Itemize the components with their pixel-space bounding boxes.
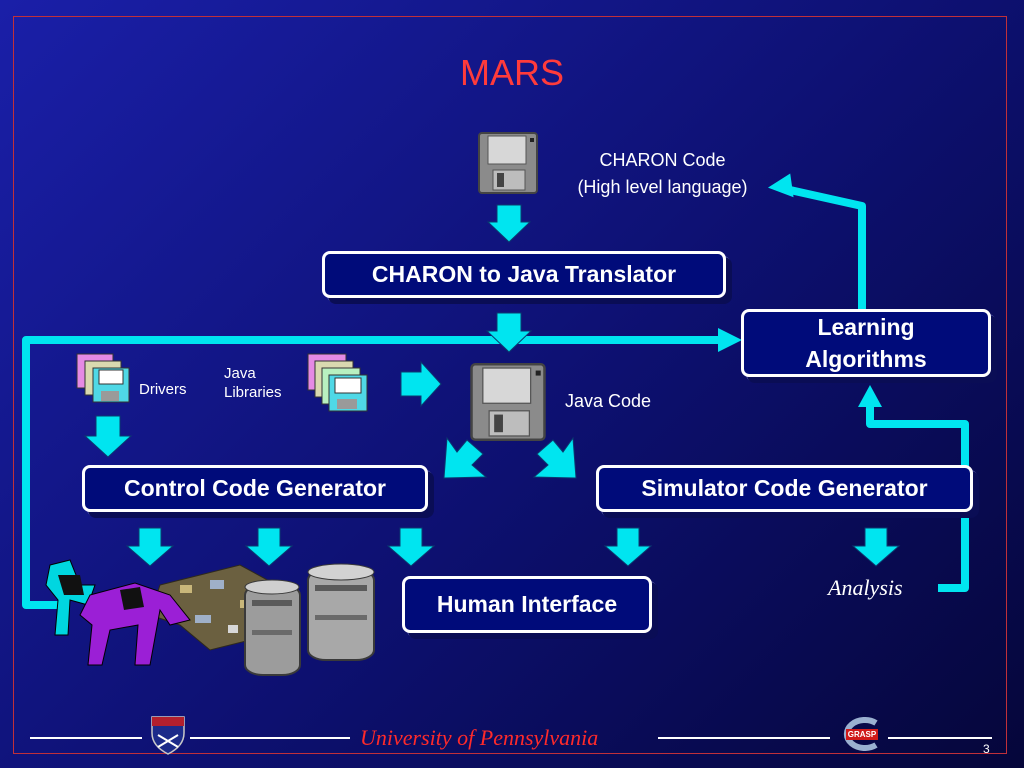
footer-university: University of Pennsylvania	[360, 725, 599, 750]
simulator-code-generator-box: Simulator Code Generator	[596, 465, 973, 512]
arrowhead-to-charon	[767, 173, 794, 198]
stacked-disks-icon	[307, 353, 368, 412]
charon-to-java-translator-box: CHARON to Java Translator	[322, 251, 726, 298]
footer-rule-right	[888, 737, 992, 739]
diagonal-arrow-icon	[443, 436, 488, 479]
learning-algorithms-line1: Learning	[817, 314, 915, 340]
robot-dog-icon	[45, 559, 191, 666]
drivers-label: Drivers	[139, 381, 187, 398]
slide-frame	[13, 16, 1007, 754]
charon-code-label: CHARON Code (High level language)	[555, 147, 770, 201]
down-arrow-icon	[851, 527, 901, 567]
robot-images-group	[45, 559, 375, 676]
grasp-logo-icon: GRASP	[838, 717, 884, 751]
page-number: 3	[983, 742, 990, 756]
java-code-label: Java Code	[565, 391, 652, 411]
java-libraries-label-line2: Libraries	[224, 384, 282, 401]
footer-rule-mid-left	[190, 737, 350, 739]
human-interface-box: Human Interface	[402, 576, 652, 633]
learning-algorithms-line2: Algorithms	[805, 346, 927, 372]
java-libraries-label-line1: Java	[224, 365, 256, 382]
charon-code-label-line2: (High level language)	[577, 177, 748, 197]
down-arrow-icon	[485, 312, 533, 353]
feedback-line-left	[22, 336, 722, 609]
control-code-generator-box: Control Code Generator	[82, 465, 428, 512]
learning-algorithms-box: Learning Algorithms	[741, 309, 991, 377]
robot-cylinder-icon	[244, 579, 301, 676]
down-arrow-icon	[486, 204, 532, 243]
charon-code-label-line1: CHARON Code	[599, 150, 726, 170]
analysis-label: Analysis	[828, 575, 903, 600]
java-libraries-label: Java Libraries	[224, 364, 282, 402]
feedback-line-analysis	[866, 405, 969, 592]
down-arrow-icon	[603, 527, 653, 567]
robot-cylinder-icon	[307, 563, 375, 661]
floppy-disk-icon	[478, 132, 538, 194]
footer-rule-mid-right	[658, 737, 830, 739]
slide-title: MARS	[459, 52, 564, 93]
down-arrow-icon	[386, 527, 436, 567]
diagonal-arrow-icon	[532, 436, 577, 479]
floppy-disk-icon	[470, 363, 546, 441]
right-arrow-icon	[400, 360, 442, 408]
penn-shield-icon	[151, 716, 185, 755]
grasp-logo-text: GRASP	[847, 730, 877, 739]
feedback-line-top	[789, 186, 866, 310]
down-arrow-icon	[244, 527, 294, 567]
down-arrow-icon	[125, 527, 175, 567]
stacked-disks-icon	[76, 353, 130, 403]
footer-rule-left	[30, 737, 142, 739]
arrowhead-from-analysis	[858, 385, 882, 407]
arrowhead-to-learning	[718, 328, 742, 352]
down-arrow-icon	[83, 415, 133, 458]
